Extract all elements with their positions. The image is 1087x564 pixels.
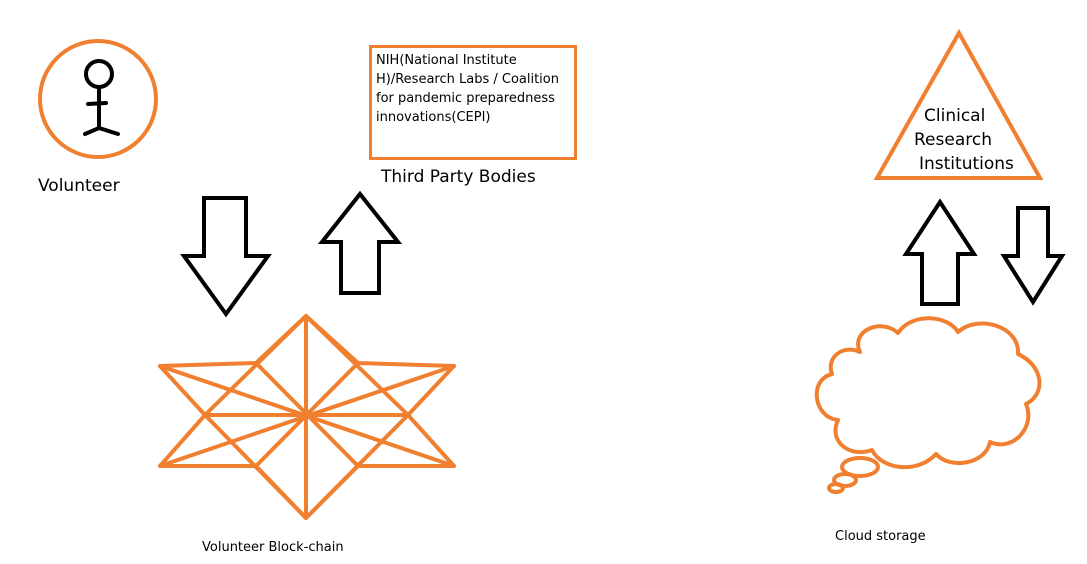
- arrow-down-icon: [180, 196, 272, 318]
- volunteer-node: [38, 39, 158, 159]
- star-network-icon: [158, 314, 456, 520]
- third-party-box-text: NIH(National Institute H)/Research Labs …: [376, 53, 559, 125]
- thought-cloud-icon: [814, 316, 1042, 494]
- arrow-up-icon: [317, 190, 403, 295]
- arrow-up-icon: [902, 198, 978, 306]
- stick-figure-icon: [83, 59, 120, 136]
- third-party-label: Third Party Bodies: [381, 167, 536, 187]
- clinical-label-line-2: Research: [914, 130, 992, 150]
- volunteer-label: Volunteer: [38, 176, 120, 196]
- volunteer-circle: [38, 39, 158, 159]
- blockchain-label: Volunteer Block-chain: [202, 540, 344, 555]
- clinical-label: Clinical Research Institutions: [900, 104, 1050, 176]
- cloud-storage-label: Cloud storage: [835, 529, 926, 544]
- third-party-box: NIH(National Institute H)/Research Labs …: [369, 45, 577, 160]
- arrow-down-icon: [1000, 206, 1066, 306]
- clinical-label-line-1: Clinical: [924, 106, 986, 126]
- clinical-label-line-3: Institutions: [919, 154, 1014, 174]
- clinical-triangle: [873, 28, 1044, 180]
